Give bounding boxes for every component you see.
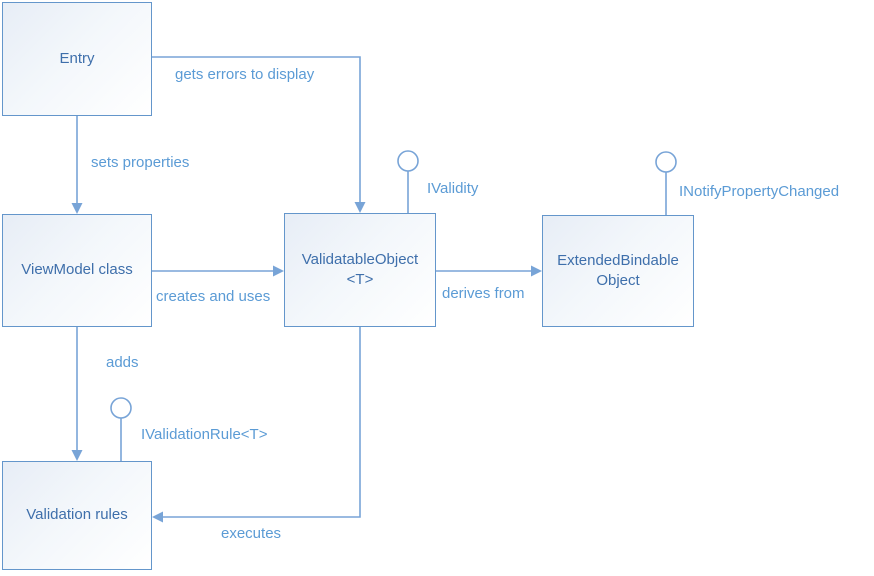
edge-label-adds: adds	[106, 354, 139, 371]
arrowhead-left-rules	[152, 511, 163, 523]
edge-label-creates-and-uses: creates and uses	[156, 288, 271, 305]
arrowhead-right-validatable	[273, 265, 284, 277]
lollipop-inotifypropertychanged-icon	[655, 151, 677, 173]
node-viewmodel-class: ViewModel class	[2, 214, 152, 327]
arrowhead-down-validatable	[354, 202, 366, 213]
arrowhead-down-viewmodel	[71, 203, 83, 214]
node-validation-rules-label: Validation rules	[26, 506, 128, 524]
lollipop-ivalidationrule-icon	[110, 397, 132, 419]
edge-label-executes: executes	[221, 525, 282, 542]
edge-executes	[163, 327, 361, 518]
node-entry-label: Entry	[59, 49, 95, 67]
interface-label-inotifypropertychanged: INotifyPropertyChanged	[679, 183, 840, 200]
node-viewmodel-class-label: ViewModel class	[21, 261, 133, 279]
arrowhead-right-extended	[531, 265, 542, 277]
node-entry: Entry	[2, 2, 152, 116]
lollipop-ivalidity-icon	[397, 150, 419, 172]
node-validatable-object: ValidatableObject <T>	[284, 213, 436, 327]
arrowhead-down-rules	[71, 450, 83, 461]
node-validatable-object-type-param: <T>	[346, 271, 374, 288]
node-extended-bindable-object-label: ExtendedBindable Object	[557, 251, 679, 289]
interface-label-ivalidationrule: IValidationRule<T>	[141, 426, 268, 443]
interface-label-ivalidity: IValidity	[427, 180, 479, 197]
edge-gets-errors-to-display	[152, 56, 361, 202]
edge-label-sets-properties: sets properties	[91, 154, 190, 171]
node-validation-rules: Validation rules	[2, 461, 152, 570]
edge-label-derives-from: derives from	[442, 285, 525, 302]
node-extended-bindable-object: ExtendedBindable Object	[542, 215, 694, 327]
edge-label-gets-errors-to-display: gets errors to display	[175, 66, 315, 83]
node-validatable-object-label: ValidatableObject	[301, 250, 419, 268]
